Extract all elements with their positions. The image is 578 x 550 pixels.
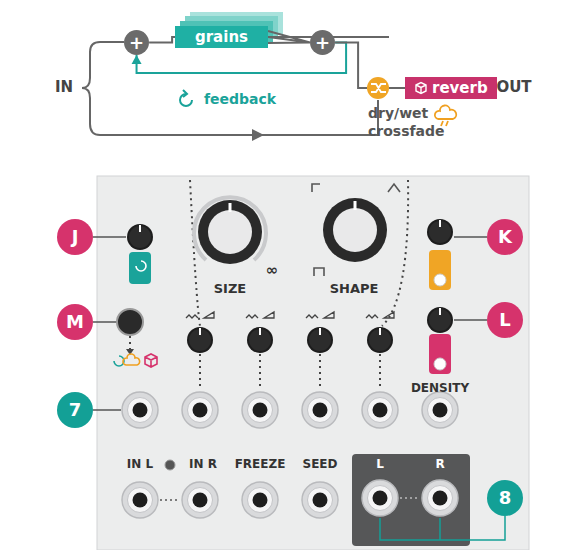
jack-label: IN R — [189, 457, 217, 473]
io-label: IN — [55, 78, 73, 98]
feedback-knob — [127, 224, 153, 250]
node-text: + — [315, 34, 330, 52]
jack — [122, 392, 158, 428]
io-label: OUT — [496, 78, 531, 98]
jack-label: L — [376, 457, 384, 473]
jack — [182, 482, 218, 518]
connector — [268, 31, 310, 43]
callout-number: 7 — [69, 398, 82, 421]
crossfade-symbol — [367, 77, 389, 99]
callout-circles — [57, 219, 523, 516]
jack-label: SEED — [303, 457, 338, 473]
shape-knob — [312, 184, 400, 276]
arrow-head — [132, 55, 142, 64]
stereo-link — [160, 499, 180, 501]
callout-number: 8 — [499, 486, 512, 509]
signal-flow-wires — [82, 42, 378, 135]
callout-leaders — [93, 237, 505, 540]
jack — [182, 392, 218, 428]
jack — [362, 480, 398, 516]
jack — [242, 482, 278, 518]
jack — [242, 392, 278, 428]
jack — [362, 392, 398, 428]
cloud-icon — [435, 105, 456, 126]
density-knob — [427, 307, 453, 333]
feedback-icon — [180, 90, 192, 106]
connector — [335, 43, 405, 88]
effect-box: reverb — [405, 77, 497, 99]
control-label: SIZE — [214, 281, 247, 298]
control-label: DENSITY — [411, 381, 469, 397]
mode-button — [117, 309, 143, 335]
stereo-link — [400, 497, 420, 499]
edge-label: feedback — [202, 90, 278, 108]
dry-arrow-head — [252, 129, 264, 141]
sum-node: + — [310, 30, 335, 55]
module-panel — [97, 176, 529, 550]
jack — [122, 482, 158, 518]
jack — [302, 482, 338, 518]
cv-knob — [247, 327, 273, 353]
jack — [422, 480, 458, 516]
node-text: + — [129, 34, 144, 52]
input-led — [165, 460, 175, 470]
node-text: grains — [195, 30, 248, 45]
cv-knob — [307, 327, 333, 353]
note-text: dry/wet crossfade — [368, 104, 460, 140]
callout-number: M — [66, 310, 84, 333]
jack-label: R — [435, 457, 444, 473]
node-text: reverb — [432, 81, 488, 96]
jack-label: FREEZE — [235, 457, 286, 473]
cv-knob — [367, 327, 393, 353]
cv-knob — [187, 327, 213, 353]
process-box: grains — [175, 26, 268, 48]
control-label: ∞ — [266, 261, 279, 281]
sum-node: + — [124, 30, 149, 55]
callout-number: L — [499, 308, 510, 331]
callout-number: J — [72, 225, 79, 248]
dotted-leaders — [130, 180, 408, 390]
drywet-knob — [427, 219, 453, 245]
jack — [302, 392, 338, 428]
jack-label: IN L — [127, 457, 153, 473]
output-block — [352, 454, 470, 546]
cube-icon — [414, 81, 428, 95]
size-knob — [194, 197, 266, 264]
indicator-bars — [129, 250, 451, 374]
mode-icons — [114, 354, 157, 367]
control-label: SHAPE — [330, 281, 379, 298]
jack — [422, 392, 458, 428]
attenuverter-icons — [186, 312, 394, 318]
callout-number: K — [498, 225, 512, 248]
